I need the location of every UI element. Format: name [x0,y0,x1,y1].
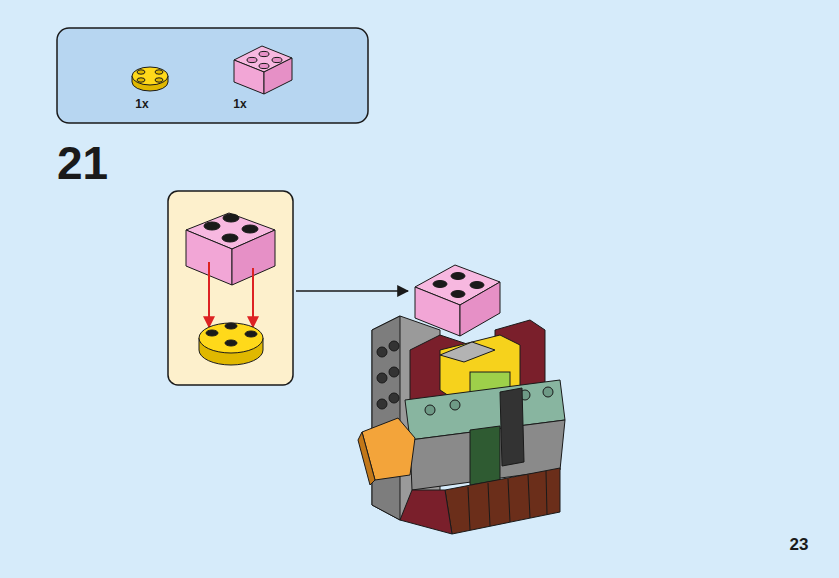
sub-assembly-inset [168,191,293,385]
inset-pink-brick [186,213,275,285]
assembly-arrows [209,262,253,327]
part-quantity: 1x [233,98,246,110]
part-quantity: 1x [135,98,148,110]
pink-brick-part [234,46,292,94]
round-plate-part [132,67,168,91]
brickheadz-model [358,265,565,534]
parts-panel [57,28,368,123]
page-number: 23 [790,536,809,553]
inset-round-plate [199,323,263,365]
placement-arrow [296,290,408,292]
step-number: 21 [57,140,108,186]
